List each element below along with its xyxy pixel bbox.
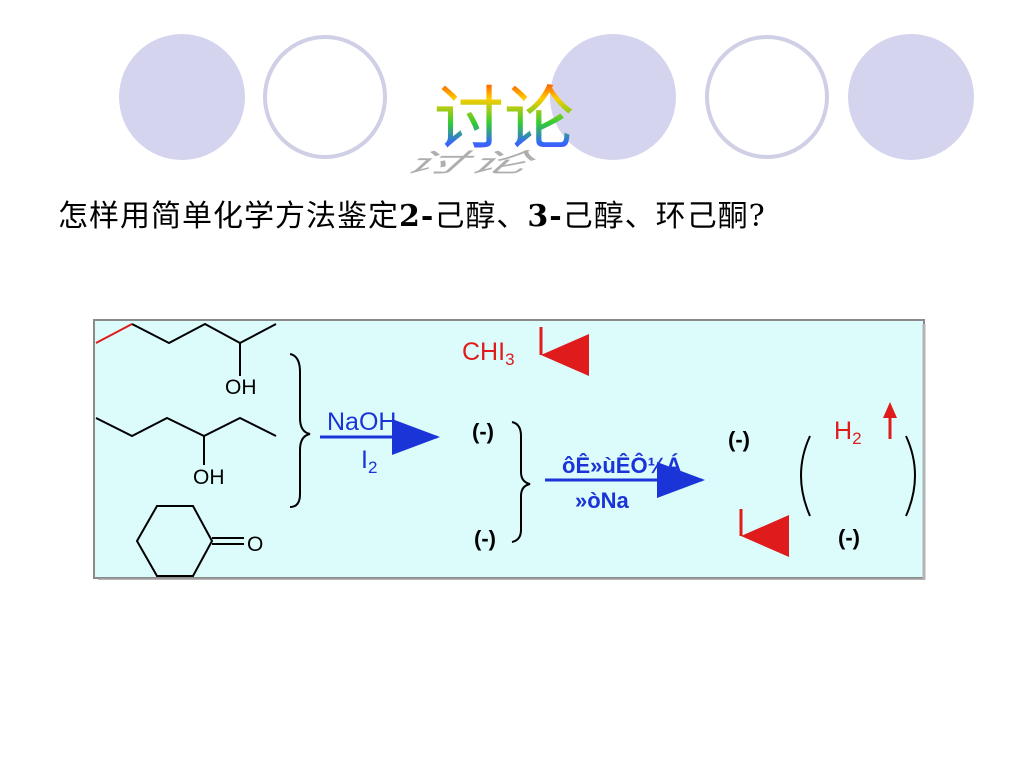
molecule3-ring bbox=[135, 505, 214, 577]
decorative-circles bbox=[119, 34, 974, 160]
question-part-2: 2- bbox=[399, 199, 435, 234]
gas-up-arrowhead bbox=[883, 402, 897, 418]
molecule1-chain bbox=[131, 322, 277, 345]
question-part-5: 己醇、环己酮? bbox=[562, 199, 766, 234]
reagent1-bottom-main: I bbox=[361, 446, 368, 474]
slide-title: 讨论 bbox=[434, 82, 574, 156]
reagent2-top-label: ôÊ»ùÊÔ¼Á bbox=[562, 453, 682, 478]
reaction-diagram: OH OH O NaOH I2 CHI3 (-) (-) ôÊ»ùÊÔ¼Á »ò… bbox=[93, 319, 926, 580]
filled-circle-3 bbox=[848, 34, 974, 160]
outline-circle-1 bbox=[263, 35, 387, 159]
precipitate-sub: 3 bbox=[505, 350, 514, 369]
question-text: 怎样用简单化学方法鉴定2-己醇、3-己醇、环己酮? bbox=[58, 197, 766, 237]
slide-title-text: 讨论 bbox=[434, 78, 574, 160]
gas-label: H2 bbox=[834, 417, 862, 448]
gas-sub: 2 bbox=[852, 429, 861, 448]
filled-circle-2 bbox=[550, 34, 676, 160]
result1-bottom: (-) bbox=[474, 526, 496, 551]
result2-top: (-) bbox=[728, 427, 750, 452]
precipitate-label: CHI3 bbox=[462, 338, 515, 369]
gas-main: H bbox=[834, 417, 852, 445]
right-parenthesis bbox=[905, 435, 916, 517]
reagent1-bottom-label: I2 bbox=[361, 446, 377, 477]
molecule1-red-bond bbox=[95, 323, 133, 344]
left-brace bbox=[289, 353, 311, 508]
molecule3-o-label: O bbox=[247, 533, 263, 556]
precipitate-main: CHI bbox=[462, 338, 505, 366]
reagent2-bottom-label: »òNa bbox=[575, 488, 630, 513]
molecule2-chain bbox=[95, 416, 277, 438]
molecule2-oh-label: OH bbox=[193, 466, 225, 489]
question-part-3: 己醇、 bbox=[434, 199, 528, 234]
result1-top: (-) bbox=[472, 419, 494, 444]
question-part-1: 怎样用简单化学方法鉴定 bbox=[58, 199, 399, 234]
outline-circle-2 bbox=[705, 35, 829, 159]
reagent1-top-label: NaOH bbox=[327, 408, 396, 436]
question-part-4: 3- bbox=[527, 199, 563, 234]
filled-circle-1 bbox=[119, 34, 245, 160]
right-brace bbox=[511, 421, 531, 543]
reagent1-bottom-sub: 2 bbox=[368, 458, 377, 477]
left-parenthesis bbox=[800, 435, 811, 517]
molecule1-oh-label: OH bbox=[225, 376, 257, 399]
result3-bottom: (-) bbox=[838, 525, 860, 550]
